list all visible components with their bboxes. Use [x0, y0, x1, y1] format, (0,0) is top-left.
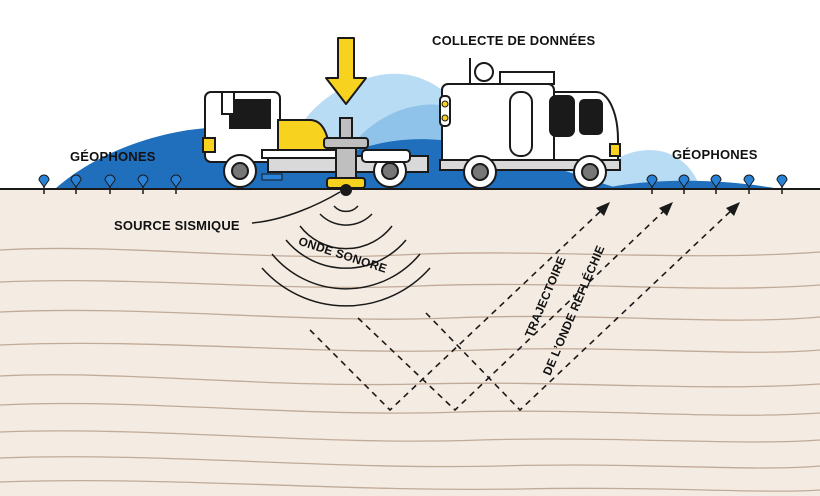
- geophone-array: [38, 174, 788, 194]
- yellow-down-arrow-icon: [325, 37, 367, 105]
- ground-layer: [0, 189, 820, 496]
- geophone-icon: [70, 174, 82, 194]
- recording-truck-icon: [439, 58, 621, 189]
- sound-wave-arcs: [261, 205, 431, 307]
- geophone-icon: [743, 174, 755, 194]
- data-collection-label: COLLECTE DE DONNÉES: [432, 33, 596, 48]
- geophone-icon: [137, 174, 149, 194]
- geophones-right-label: GÉOPHONES: [672, 147, 758, 162]
- geophones-left-label: GÉOPHONES: [70, 149, 156, 164]
- geophone-icon: [104, 174, 116, 194]
- geophone-icon: [38, 174, 50, 194]
- reflected-wave-arrowheads: [596, 202, 740, 216]
- geophone-icon: [170, 174, 182, 194]
- source-pointer-line: [251, 191, 341, 224]
- reflected-wave-paths: [309, 206, 736, 412]
- geophone-icon: [710, 174, 722, 194]
- rock-strata: [0, 247, 820, 492]
- geophone-icon: [776, 174, 788, 194]
- seismic-source-label: SOURCE SISMIQUE: [114, 218, 240, 233]
- vibrator-plate: [323, 117, 369, 196]
- geophone-icon: [646, 174, 658, 194]
- geophone-icon: [678, 174, 690, 194]
